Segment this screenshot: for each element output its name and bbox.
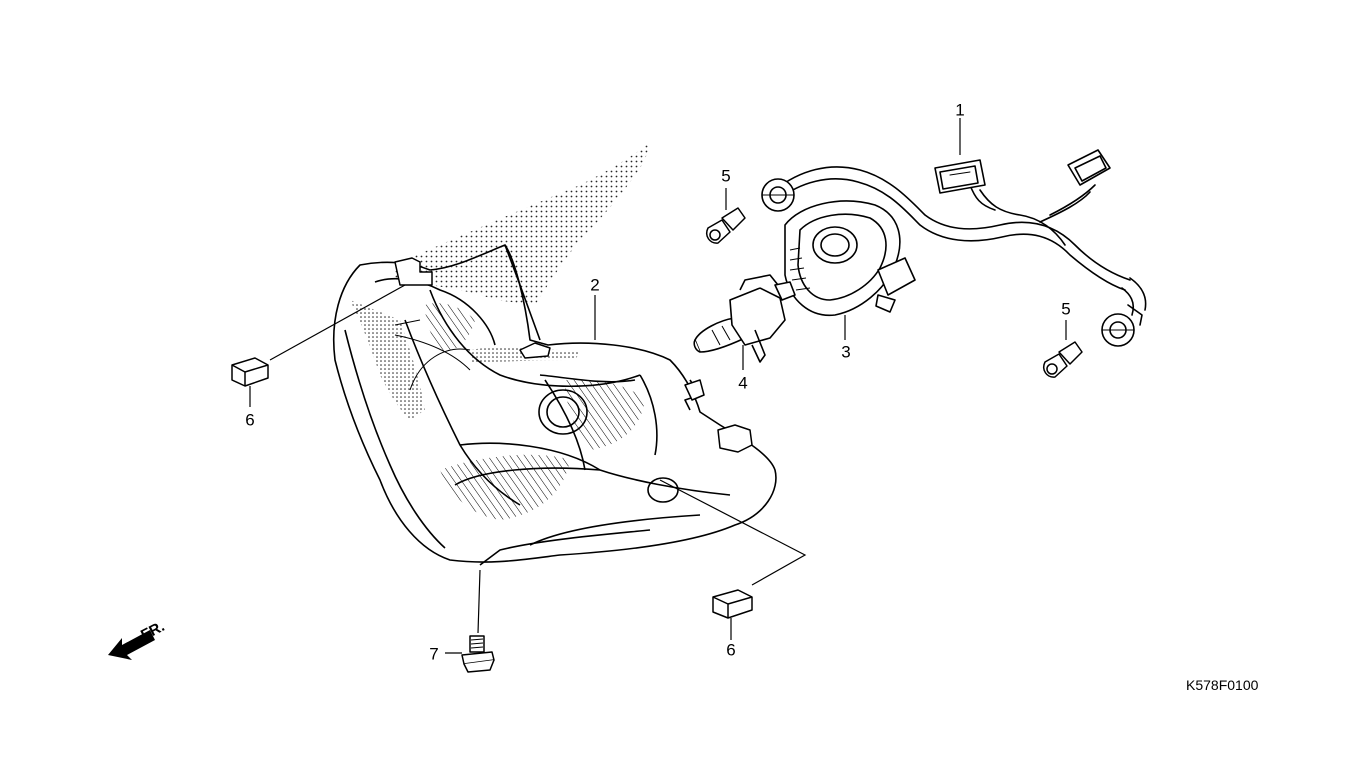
callout-label-7: 7	[429, 644, 439, 664]
callout-label-2: 2	[590, 275, 600, 295]
reflector-hatching	[425, 303, 645, 520]
reflection-stipple	[350, 142, 650, 420]
clip-upper	[232, 358, 268, 386]
mounting-tabs	[395, 258, 752, 452]
callout-label-6-lower: 6	[726, 640, 736, 660]
bulb-socket-cover	[785, 201, 915, 315]
callout-label-5-left: 5	[721, 166, 731, 186]
headlight-bulb	[694, 275, 795, 362]
position-bulb-left	[707, 208, 745, 243]
callout-label-3: 3	[841, 342, 851, 362]
callout-label-1: 1	[955, 100, 965, 120]
headlight-wire-harness	[762, 150, 1146, 346]
leader-lines	[250, 118, 1066, 653]
callout-label-6-upper: 6	[245, 410, 255, 430]
flange-bolt	[462, 636, 494, 672]
clip-lower	[713, 590, 752, 618]
figure-code: K578F0100	[1186, 677, 1259, 693]
callout-label-5-right: 5	[1061, 299, 1071, 319]
position-bulb-right	[1044, 342, 1082, 377]
callout-label-4: 4	[738, 373, 748, 393]
front-direction-arrow	[108, 630, 155, 660]
